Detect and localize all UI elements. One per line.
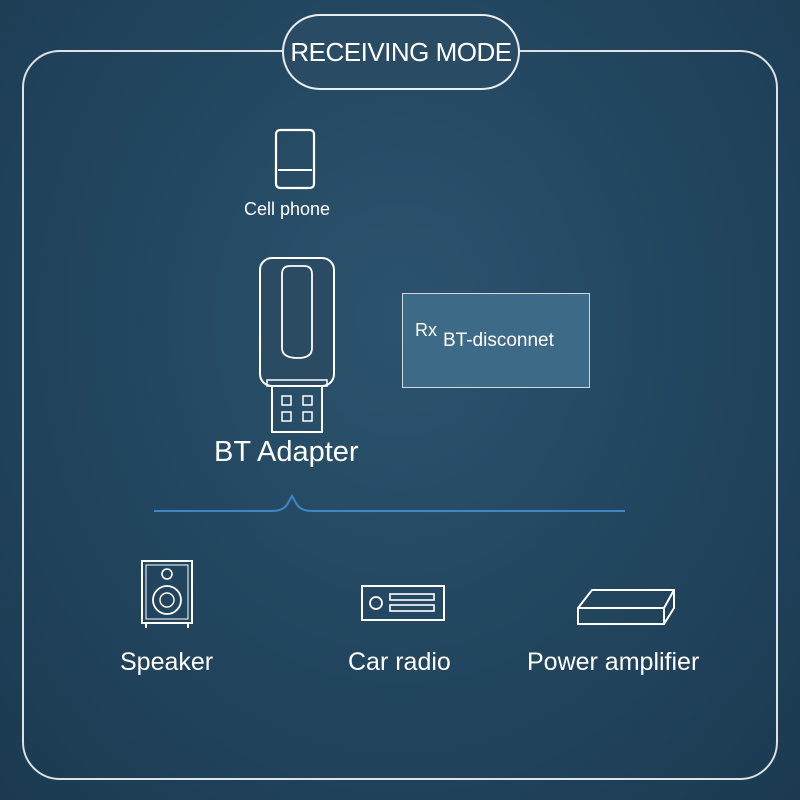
car-radio-label: Car radio [348,648,451,676]
status-display: Rx BT-disconnet [402,293,590,388]
usb-adapter-icon [259,257,335,433]
mode-title: RECEIVING MODE [282,14,520,90]
speaker-label: Speaker [120,648,214,676]
bt-adapter-label: BT Adapter [214,436,359,468]
status-text: BT-disconnet [443,330,554,351]
power-amplifier-label: Power amplifier [527,648,700,676]
car-radio-icon [361,585,445,621]
status-prefix: Rx [415,320,437,340]
cell-phone-label: Cell phone [244,199,331,219]
speaker-icon [141,560,193,628]
power-amplifier-icon [577,589,675,625]
cell-phone-icon [274,128,316,190]
mode-title-text: RECEIVING MODE [290,36,512,67]
